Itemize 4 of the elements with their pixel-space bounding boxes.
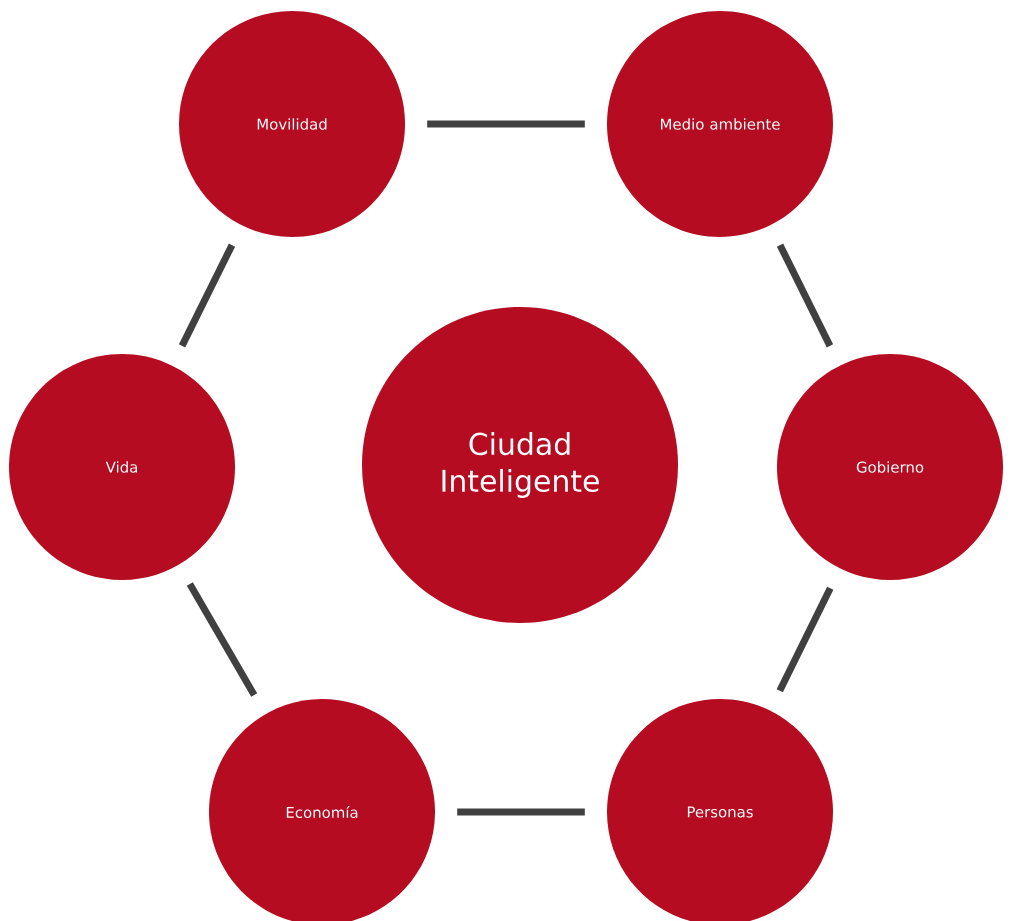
connector-line — [776, 586, 834, 693]
connector-line — [178, 243, 236, 348]
connector-line — [776, 243, 834, 348]
connector-line — [186, 582, 258, 697]
